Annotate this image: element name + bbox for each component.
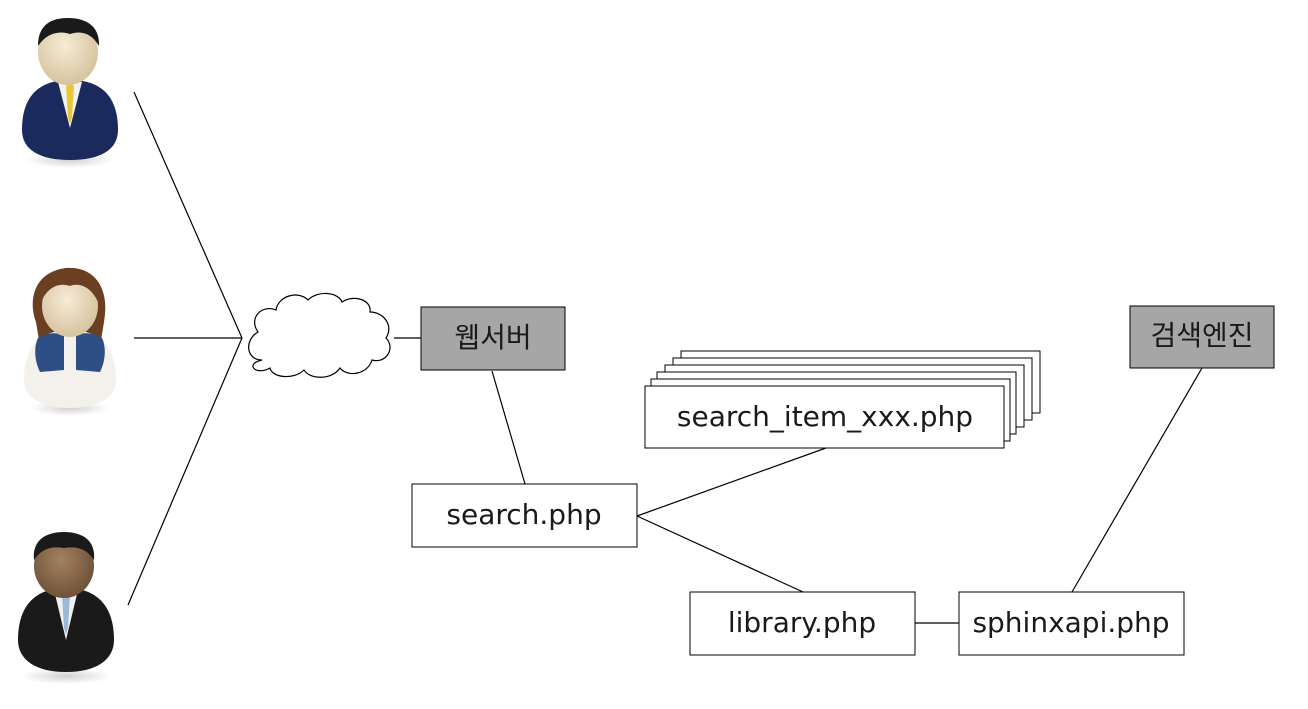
sphinxapi-php-label: sphinxapi.php <box>972 606 1169 639</box>
search-item-stack: search_item_xxx.php <box>644 350 1041 449</box>
internet-cloud-icon <box>248 292 391 378</box>
user-businessman-icon <box>22 18 118 168</box>
search-item-label: search_item_xxx.php <box>677 400 973 433</box>
user-businessman-dark-icon <box>18 532 114 684</box>
library-php-node: library.php <box>689 591 916 656</box>
search-php-label: search.php <box>446 498 601 531</box>
search-engine-node: 검색엔진 <box>1129 305 1275 369</box>
search-item-page <box>644 385 1005 449</box>
user-woman-icon <box>24 267 116 416</box>
line-search-library <box>636 515 804 593</box>
line-user1-hub <box>133 91 243 339</box>
connector-lines <box>127 91 1203 624</box>
sphinxapi-php-node: sphinxapi.php <box>958 591 1185 656</box>
line-webserver-search <box>491 370 526 485</box>
search-php-node: search.php <box>411 483 638 548</box>
web-server-node: 웹서버 <box>420 306 566 371</box>
web-server-label: 웹서버 <box>454 321 531 354</box>
library-php-label: library.php <box>728 606 876 639</box>
line-search-searchitem <box>636 447 827 517</box>
line-user3-hub <box>127 337 243 606</box>
line-sphinx-searchengine <box>1071 367 1203 593</box>
search-engine-label: 검색엔진 <box>1150 319 1253 352</box>
